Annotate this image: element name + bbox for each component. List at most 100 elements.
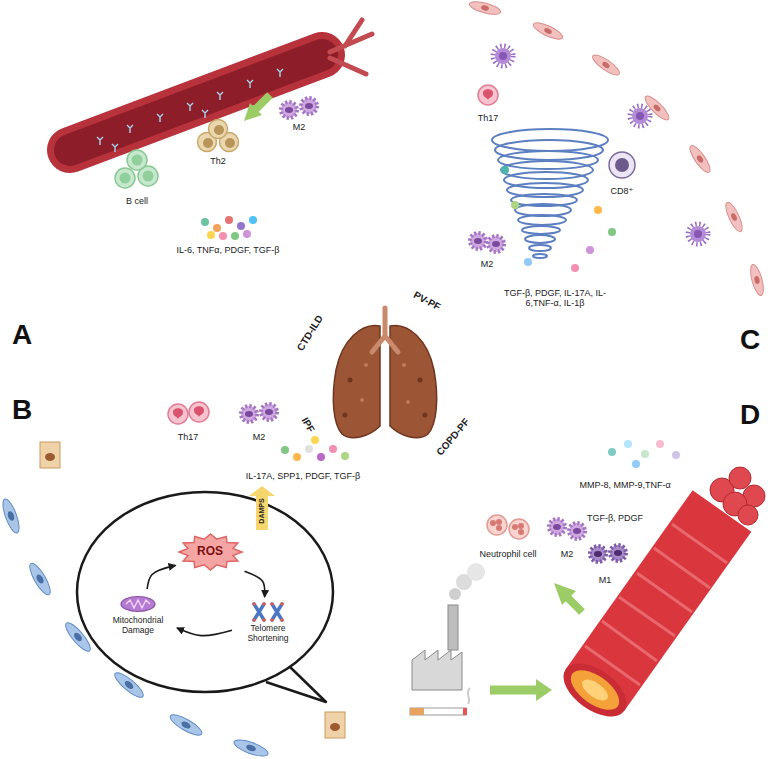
panel-band [389, 280, 485, 376]
cycle-arrow [147, 565, 175, 589]
chromosome-icon [272, 604, 282, 620]
cigarette [410, 688, 470, 715]
illustration [232, 737, 270, 759]
lungs [333, 308, 436, 438]
airway [738, 505, 758, 525]
airway [554, 653, 636, 727]
illustration [531, 20, 564, 43]
cytokine-label: MMP-8, MMP-9,TNF-α [579, 480, 670, 490]
cell-label: M2 [481, 259, 494, 269]
blood-vessel [70, 20, 372, 152]
cell-label: Th2 [210, 156, 226, 166]
cell-label: M2 [253, 432, 266, 442]
cytokine-dots [656, 440, 664, 448]
telomere-tip [270, 602, 274, 606]
factory [448, 605, 458, 650]
damps-label: DAMPS [258, 496, 266, 525]
cytokine-dots [571, 264, 579, 272]
panel-shape [389, 384, 771, 759]
illustration [281, 102, 297, 118]
lungs [423, 413, 428, 418]
telomere-tip [252, 618, 256, 622]
lungs [343, 413, 348, 418]
fibrosis-swirl [525, 235, 555, 243]
mitochondrion-icon [126, 600, 150, 608]
telomere-tip [270, 618, 274, 622]
cytokine-dots [317, 453, 325, 461]
cell-label: M2 [561, 549, 574, 559]
illustration [569, 523, 585, 539]
panel-shape [0, 0, 381, 376]
cytokine-dots [624, 440, 632, 448]
illustration [630, 106, 650, 126]
lungs [372, 308, 398, 352]
illustration [115, 168, 135, 188]
cytokine-dots [608, 448, 616, 456]
mitochondrion-icon [121, 597, 155, 612]
cell-label: Th17 [178, 432, 199, 442]
cytokine-dots [207, 231, 215, 239]
green-arrow [490, 686, 537, 695]
fibrosis-swirl [529, 245, 551, 251]
fibrosis-swirl [492, 129, 608, 258]
panel-letter: D [740, 399, 760, 431]
airway [729, 467, 751, 489]
telomere-node: Telomere Shortening [235, 600, 301, 648]
illustration [687, 143, 714, 175]
illustration [40, 442, 60, 468]
ros-burst: ROS [179, 534, 242, 570]
factory [467, 563, 485, 581]
panel: C [389, 0, 771, 376]
illustration [127, 150, 147, 170]
cytokine-dots [311, 436, 319, 444]
lungs [333, 325, 380, 437]
cytokine-dots [237, 222, 245, 230]
disease-label: CTD-ILD [294, 313, 325, 353]
illustration [26, 561, 54, 598]
illustration [241, 406, 257, 422]
green-arrow [490, 679, 552, 701]
green-arrow [255, 95, 270, 110]
telomere-tip [280, 602, 284, 606]
cytokine-label: IL-17A, SPP1, PDGF, TGF-β [246, 471, 361, 481]
panel-ground [389, 384, 771, 759]
green-arrow [536, 679, 552, 701]
speech-loop [77, 492, 333, 702]
illustration [609, 152, 635, 178]
cytokine-dots [249, 216, 257, 224]
fibrosis-swirl [522, 226, 560, 234]
illustration [493, 46, 513, 66]
panel-band [389, 384, 485, 480]
cytokine-dots [329, 445, 337, 453]
illustration [168, 404, 188, 424]
illustration [301, 98, 317, 114]
illustration [168, 711, 205, 739]
green-arrow [554, 583, 582, 612]
telomere-tip [262, 602, 266, 606]
chromosome-icon [254, 604, 264, 620]
blood-vessel [70, 55, 322, 150]
illustration [590, 546, 606, 562]
damps-arrow [249, 486, 275, 530]
cytokine-dots [281, 436, 349, 461]
cytokine-dots [672, 451, 680, 459]
mitochondria-node: Mitochondrial Damage [102, 592, 174, 640]
fibrosis-swirl [495, 140, 603, 160]
cytokine-dots [641, 450, 649, 458]
panel-letter: B [12, 394, 32, 426]
cell-label: CD8⁺ [611, 186, 634, 196]
illustration [549, 519, 565, 535]
cytokine-dots [201, 218, 209, 226]
panel-letter: C [740, 324, 760, 356]
speech-loop [77, 492, 333, 692]
cigarette [463, 708, 467, 715]
cytokine-dots [501, 166, 509, 174]
airway [564, 662, 626, 717]
cell-label: M2 [293, 122, 306, 132]
cytokine-label: TGF-β, PDGF [587, 513, 643, 523]
illustration [0, 497, 22, 535]
illustration [261, 404, 277, 420]
disease-label: COPD-PF [434, 416, 472, 458]
